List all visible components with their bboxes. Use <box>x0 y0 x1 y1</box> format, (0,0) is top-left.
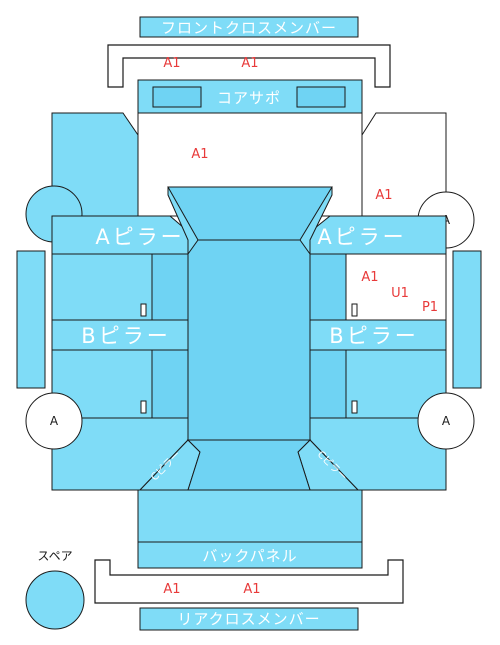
headlight-right[interactable] <box>296 86 346 108</box>
hood-mark: A1 <box>191 147 208 162</box>
cabin-top[interactable] <box>187 239 311 441</box>
front-cross-member[interactable] <box>139 16 359 38</box>
front-cross-mark-2: A1 <box>241 56 258 71</box>
right-front-door-handle[interactable] <box>351 303 358 317</box>
right-side-skirt[interactable] <box>452 250 482 389</box>
back-panel-label: バックパネル <box>202 547 297 565</box>
rear-window[interactable] <box>186 439 312 491</box>
right-front-door-damage[interactable] <box>345 253 447 321</box>
trunk-lid[interactable] <box>137 489 363 543</box>
left-front-door-handle[interactable] <box>140 303 147 317</box>
a-pillar-right-label: Aピラー <box>317 225 406 249</box>
rear-cross-member-label: リアクロスメンバー <box>177 610 320 628</box>
b-pillar-left[interactable] <box>51 319 189 351</box>
spare-tire[interactable] <box>25 570 85 630</box>
left-side-skirt[interactable] <box>16 250 46 389</box>
spare-label: スペア <box>37 549 72 563</box>
left-front-door-glass[interactable] <box>151 253 189 321</box>
right-front-fender[interactable] <box>361 112 447 217</box>
front-cross-member-label: フロントクロスメンバー <box>161 19 337 37</box>
rear-cross-mark-1: A1 <box>163 582 180 597</box>
left-rear-door-handle[interactable] <box>140 400 147 414</box>
back-panel[interactable] <box>137 541 363 569</box>
right-front-door-glass[interactable] <box>309 253 347 321</box>
rear-left-wheel[interactable] <box>25 392 83 450</box>
right-front-door-mark-3: P1 <box>422 300 438 315</box>
left-rear-door-glass[interactable] <box>151 349 189 419</box>
a-pillar-left-label: Aピラー <box>95 225 184 249</box>
front-bumper-outline <box>107 44 391 88</box>
right-rear-door-glass[interactable] <box>309 349 347 419</box>
b-pillar-left-label: Bピラー <box>81 324 170 348</box>
headlight-left[interactable] <box>152 86 202 108</box>
rear-left-wheel-label: A <box>50 414 59 428</box>
rear-cross-member[interactable] <box>139 607 359 631</box>
rear-cross-mark-2: A1 <box>243 582 260 597</box>
core-support-label: コアサポ <box>217 89 281 107</box>
rear-bumper-outline <box>94 559 404 604</box>
right-rear-door-handle[interactable] <box>351 400 358 414</box>
right-front-door-mark-1: A1 <box>361 270 378 285</box>
left-front-door[interactable] <box>51 253 153 321</box>
right-front-door-mark-2: U1 <box>391 286 409 301</box>
front-cross-mark-1: A1 <box>163 56 180 71</box>
rear-right-wheel-label: A <box>442 414 451 428</box>
rear-right-wheel[interactable] <box>417 392 475 450</box>
b-pillar-right-label: Bピラー <box>329 324 418 348</box>
right-front-fender-mark: A1 <box>375 188 392 203</box>
